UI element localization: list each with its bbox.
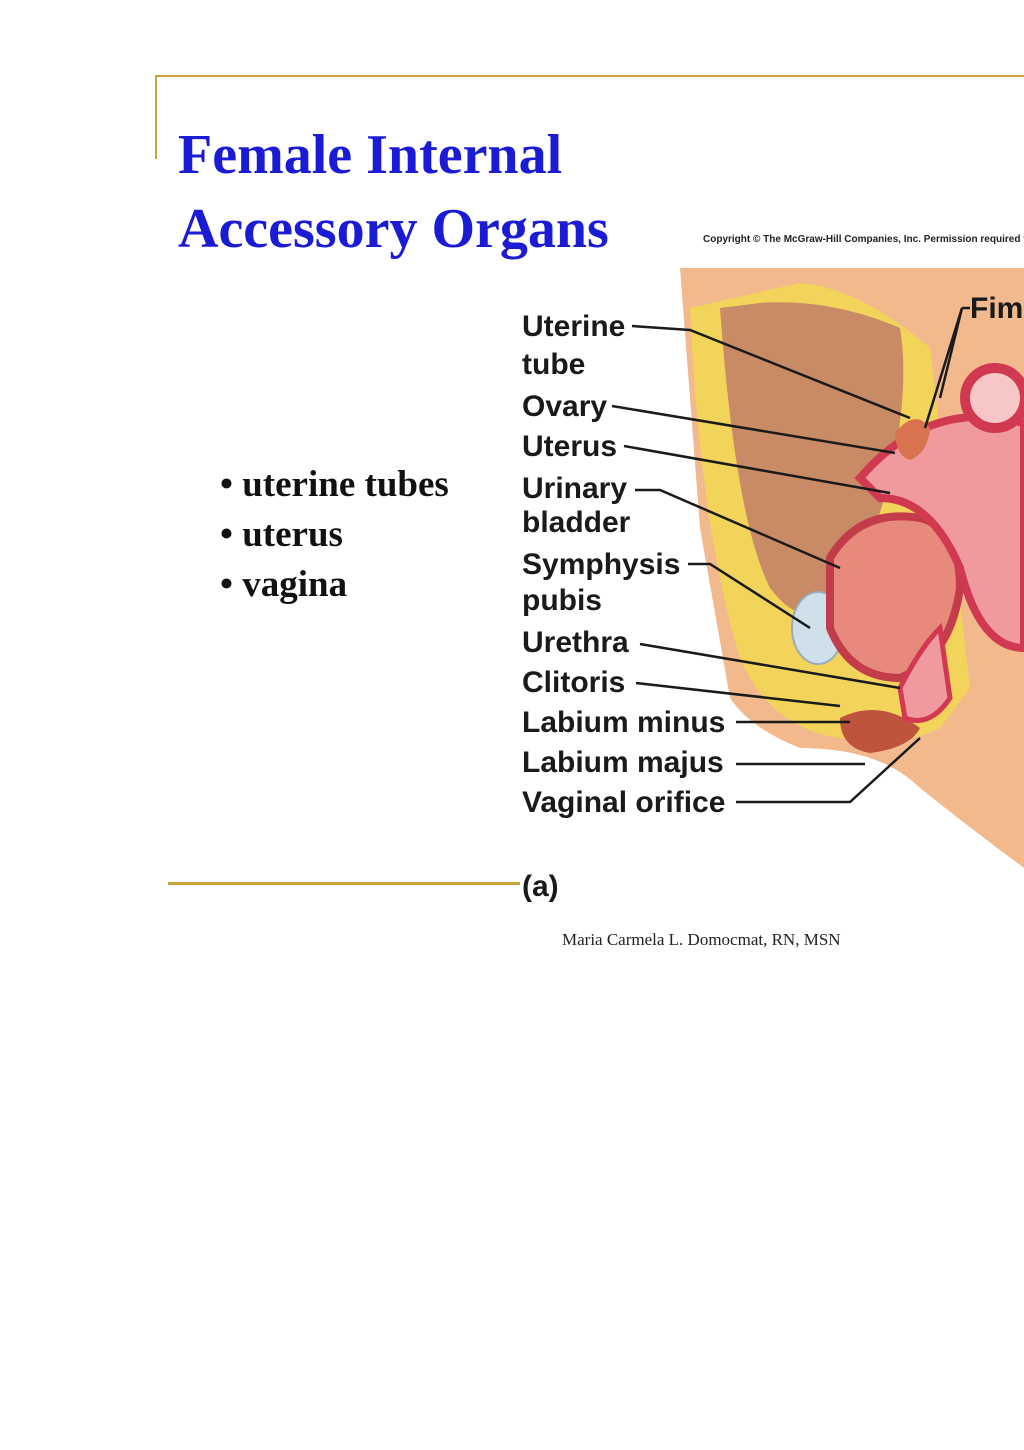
anatomy-illustration: Copyright © The McGraw-Hill Companies, I… xyxy=(522,234,1024,903)
panel-label: (a) xyxy=(522,870,559,903)
copyright-notice: Copyright © The McGraw-Hill Companies, I… xyxy=(703,234,1024,245)
leader-fimbriae-2 xyxy=(923,307,964,429)
intestine-loop-shape xyxy=(960,363,1024,433)
leader-uterus xyxy=(623,444,891,495)
leader-urethra xyxy=(639,642,901,690)
label-urinary: Urinary xyxy=(522,472,627,505)
title-line-2: Accessory Organs xyxy=(178,198,609,260)
leader-ovary xyxy=(611,404,896,455)
label-vaginal-orifice: Vaginal orifice xyxy=(522,786,725,819)
leader-clitoris xyxy=(635,681,841,708)
bullet-item: uterine tubes xyxy=(220,460,449,510)
leader-lines xyxy=(611,306,970,804)
label-symphysis: Symphysis xyxy=(522,548,680,581)
label-urethra: Urethra xyxy=(522,626,629,659)
slide-title: Female Internal Accessory Organs xyxy=(178,118,609,266)
slide-frame-left-rule xyxy=(155,75,157,159)
bullet-list: uterine tubes uterus vagina xyxy=(220,460,449,610)
slide-footer: Maria Carmela L. Domocmat, RN, MSN xyxy=(562,930,841,949)
label-labium-majus: Labium majus xyxy=(522,746,724,779)
label-labium-minus: Labium minus xyxy=(522,706,725,739)
bullet-item: vagina xyxy=(220,560,449,610)
label-ovary: Ovary xyxy=(522,390,607,423)
ovary-shape xyxy=(895,419,930,460)
bullet-item: uterus xyxy=(220,510,449,560)
label-fimbriae: Fiml xyxy=(970,292,1024,325)
anatomy-figure: Copyright © The McGraw-Hill Companies, I… xyxy=(500,228,1024,910)
title-line-1: Female Internal xyxy=(178,124,563,186)
label-tube: tube xyxy=(522,348,585,381)
slide-bottom-rule xyxy=(168,882,520,885)
labia-shape xyxy=(840,710,920,753)
label-bladder: bladder xyxy=(522,506,631,539)
leader-vaginal-orifice xyxy=(736,737,921,804)
slide-frame-top-rule xyxy=(155,75,1024,77)
label-clitoris: Clitoris xyxy=(522,666,625,699)
label-uterus: Uterus xyxy=(522,430,617,463)
label-uterine: Uterine xyxy=(522,310,625,343)
vagina-shape xyxy=(897,622,953,723)
leader-uterine-tube xyxy=(631,324,911,420)
leader-symphysis-pubis xyxy=(688,562,811,630)
bladder-shape xyxy=(826,512,965,683)
label-pubis: pubis xyxy=(522,584,602,617)
leader-urinary-bladder xyxy=(635,488,841,570)
